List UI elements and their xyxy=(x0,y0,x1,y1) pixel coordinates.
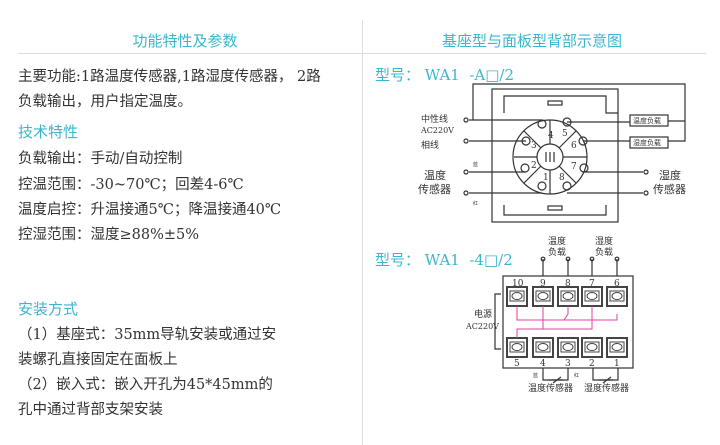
terminal-number: 5 xyxy=(514,359,520,369)
terminal-number: 3 xyxy=(565,359,571,369)
tech-heading: 技术特性 xyxy=(18,123,79,141)
temp-load-label: 温度负载 xyxy=(633,116,661,125)
hum-load-label: 湿度负载 xyxy=(633,138,661,147)
pin-label: 8 xyxy=(559,173,565,183)
install-item: 装螺孔直接固定在面板上 xyxy=(18,352,178,368)
pin-label: 1 xyxy=(543,173,549,183)
tech-item: 温度启控：升温接通5℃；降温接通40℃ xyxy=(18,202,282,218)
terminal-number: 2 xyxy=(589,359,595,369)
blue-label: 蓝 xyxy=(533,372,538,379)
terminal-number: 10 xyxy=(512,279,524,289)
screw-terminal xyxy=(581,337,603,358)
install-item: （2）嵌入式：嵌入开孔为45*45mm的 xyxy=(18,377,273,393)
terminal-blocks xyxy=(506,286,628,358)
hum-sensor-label: 湿度传感器 xyxy=(584,382,629,394)
install-item: 孔中通过背部支架安装 xyxy=(18,402,163,418)
install-heading: 安装方式 xyxy=(18,300,79,318)
hum-load-label: 湿度 xyxy=(595,235,613,247)
pin-label: 7 xyxy=(571,162,577,172)
blue-label: 蓝 xyxy=(473,161,478,168)
pink-wiring xyxy=(516,306,618,338)
ac-label: AC220V xyxy=(420,126,454,135)
model-label-a: 型号： WA1 -A□/2 xyxy=(375,66,515,84)
terminal-number: 1 xyxy=(614,359,620,369)
terminal-number: 9 xyxy=(540,279,546,289)
phase-label: 相线 xyxy=(421,139,439,151)
pin-label: 3 xyxy=(531,141,537,151)
screw-terminal xyxy=(581,286,603,307)
screw-terminal xyxy=(506,286,528,307)
hum-sensor-label: 湿度 xyxy=(659,168,681,182)
temp-sensor-label: 温度传感器 xyxy=(528,382,573,394)
terminal-number: 7 xyxy=(589,279,595,289)
pin-label: 2 xyxy=(531,161,537,171)
intro-text: 主要功能:1路温度传感器,1路湿度传感器， 2路 xyxy=(18,69,321,85)
screw-terminal xyxy=(557,337,579,358)
left-heading: 功能特性及参数 xyxy=(132,32,238,50)
panel-diagram xyxy=(494,256,634,384)
hum-sensor-label: 传感器 xyxy=(653,183,686,196)
red-label: 红 xyxy=(574,372,579,379)
temp-load-label: 负载 xyxy=(548,246,566,258)
column-divider xyxy=(362,20,363,445)
temp-sensor-label: 传感器 xyxy=(418,183,451,196)
terminal-number: 6 xyxy=(614,279,620,289)
screw-terminal xyxy=(532,337,554,358)
screw-terminal xyxy=(532,286,554,307)
power-label: 电源 xyxy=(474,308,492,320)
install-item: （1）基座式：35mm导轨安装或通过安 xyxy=(18,327,277,343)
screw-terminal xyxy=(606,337,628,358)
screw-terminal xyxy=(606,286,628,307)
terminal-number: 4 xyxy=(540,359,546,369)
temp-sensor-label: 温度 xyxy=(424,168,446,182)
hum-load-label: 负载 xyxy=(595,246,613,258)
pin-label: 6 xyxy=(571,141,577,151)
terminal-number: 8 xyxy=(565,279,571,289)
temp-load-label: 温度 xyxy=(548,235,566,247)
screw-terminal xyxy=(557,286,579,307)
right-heading: 基座型与面板型背部示意图 xyxy=(441,32,622,50)
red-label: 红 xyxy=(473,200,478,207)
neutral-label: 中性线 xyxy=(421,113,448,125)
model-label-4: 型号： WA1 -4□/2 xyxy=(375,251,513,269)
socket-diagram xyxy=(463,83,686,223)
tech-item: 负载输出：手动/自动控制 xyxy=(18,151,183,167)
screw-terminal xyxy=(506,337,528,358)
pin-label: 4 xyxy=(548,131,554,141)
power-voltage-label: AC220V xyxy=(465,322,499,331)
intro-text: 负载输出，用户指定温度。 xyxy=(18,94,192,110)
pin-label: 5 xyxy=(562,129,568,139)
tech-item: 控湿范围：湿度≥88%±5% xyxy=(18,227,200,243)
tech-item: 控温范围：-30~70℃；回差4-6℃ xyxy=(18,177,244,193)
